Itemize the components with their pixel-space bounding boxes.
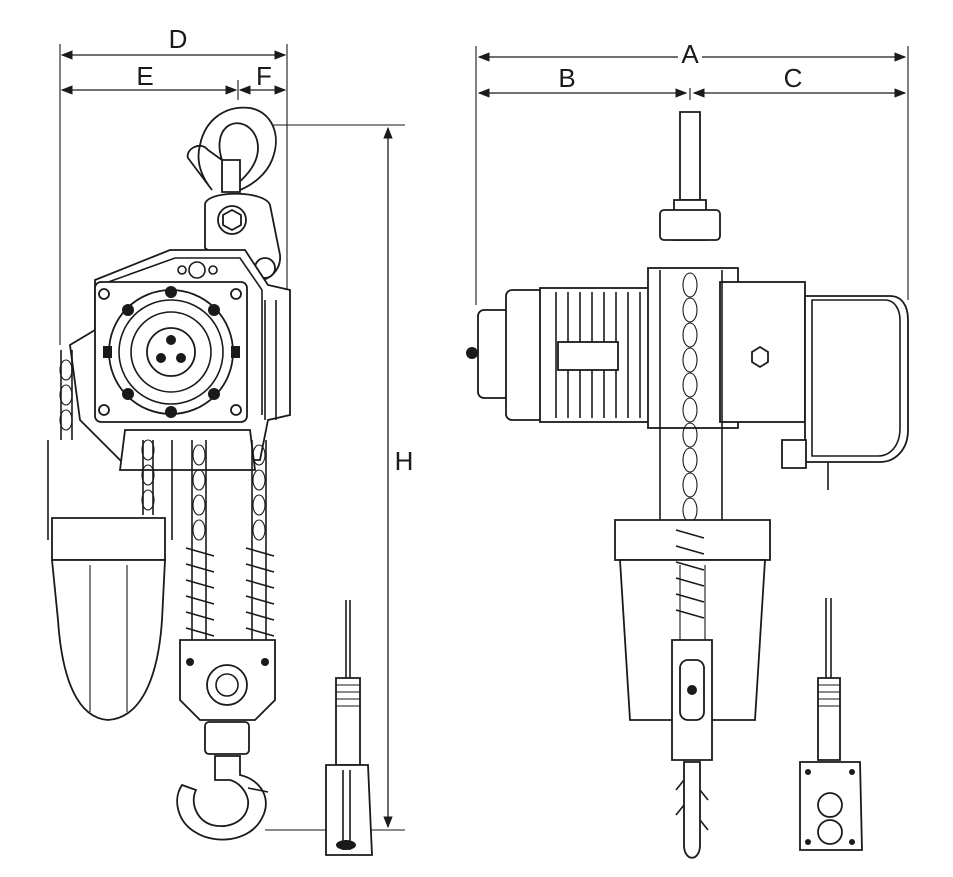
- dim-label-h: H: [395, 446, 414, 476]
- side-view-hoist: [47, 106, 373, 856]
- dim-label-c: C: [784, 63, 803, 93]
- dim-label-e: E: [136, 61, 153, 91]
- dim-label-b: B: [558, 63, 575, 93]
- dim-label-f: F: [256, 61, 272, 91]
- front-view-hoist: [466, 111, 909, 859]
- dim-label-a: A: [681, 39, 699, 69]
- dim-label-d: D: [169, 24, 188, 54]
